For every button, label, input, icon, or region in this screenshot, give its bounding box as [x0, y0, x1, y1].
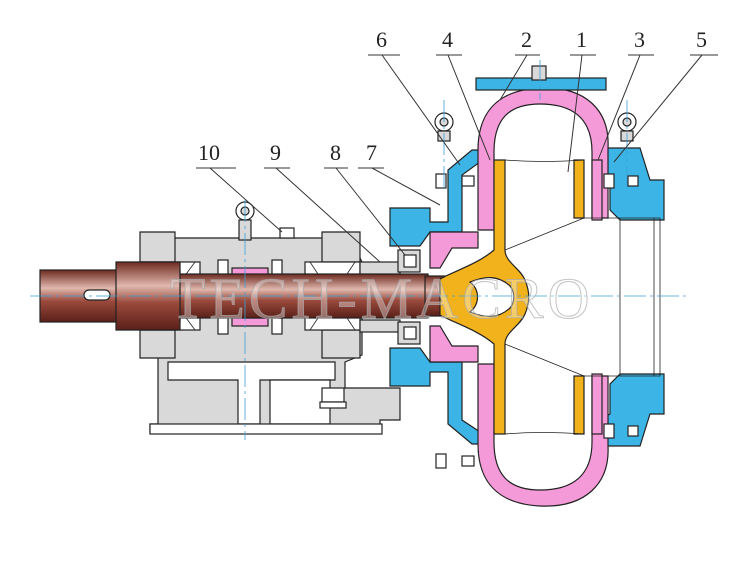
watermark-text: TECH-MACRO: [170, 266, 593, 331]
frame-plate-liner: [389, 147, 665, 447]
seal-area: [359, 249, 421, 345]
callout-7: 7: [366, 140, 377, 165]
callout-leaders: [196, 54, 718, 263]
callout-10: 10: [198, 140, 220, 165]
impeller: [439, 159, 585, 435]
callout-6: 6: [376, 27, 387, 52]
suction-throat: [584, 217, 661, 377]
callout-4: 4: [442, 27, 453, 52]
centerlines: [30, 60, 690, 440]
callout-5: 5: [696, 27, 707, 52]
callout-3: 3: [634, 27, 645, 52]
callout-9: 9: [270, 140, 281, 165]
callout-2: 2: [521, 27, 532, 52]
callout-1: 1: [576, 27, 587, 52]
callout-labels: 1 2 3 4 5 6 7 8 9 10: [198, 27, 707, 165]
callout-8: 8: [330, 140, 341, 165]
volute-casing: [429, 65, 609, 507]
